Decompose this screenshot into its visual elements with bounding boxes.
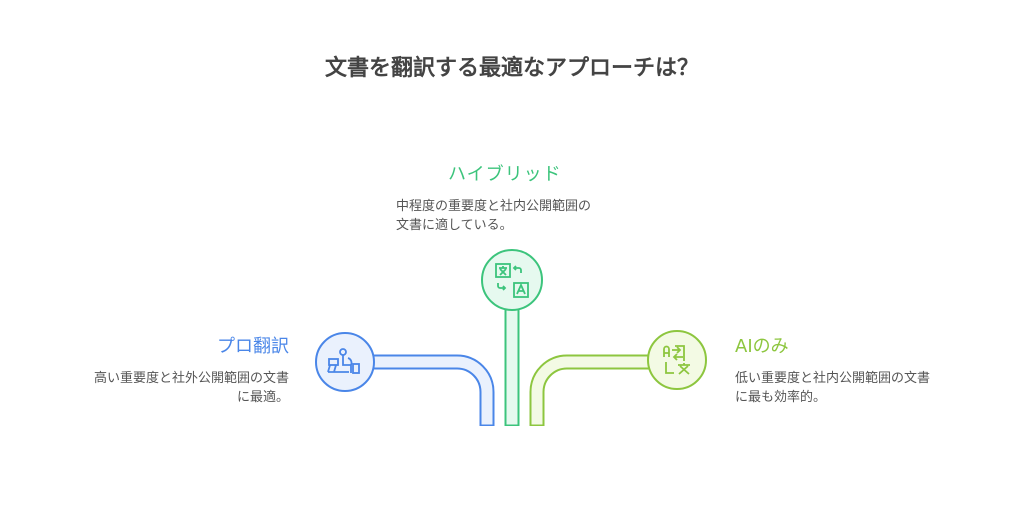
translator-at-desk-icon xyxy=(327,348,360,374)
ai-description: 低い重要度と社内公開範囲の文書 に最も効率的。 xyxy=(735,369,930,407)
ai-desc-line1: 低い重要度と社内公開範囲の文書 xyxy=(735,371,931,386)
machine-translate-icon xyxy=(663,345,690,375)
translate-icon xyxy=(495,263,529,298)
hybrid-description: 中程度の重要度と社内公開範囲の 文書に適している。 xyxy=(396,197,591,235)
hybrid-label: ハイブリッド xyxy=(448,164,562,185)
pro-description: 高い重要度と社外公開範囲の文書 に最適。 xyxy=(94,369,289,407)
pro-pipe xyxy=(372,354,495,426)
pro-desc-line2: に最適。 xyxy=(236,390,289,405)
hybrid-desc-line1: 中程度の重要度と社内公開範囲の xyxy=(396,199,592,214)
pro-node xyxy=(315,332,375,392)
ai-label: AIのみ xyxy=(735,336,789,357)
pro-desc-line1: 高い重要度と社外公開範囲の文書 xyxy=(93,371,289,386)
pro-label: プロ翻訳 xyxy=(217,336,289,357)
hybrid-desc-line2: 文書に適している。 xyxy=(396,218,513,233)
hybrid-node xyxy=(481,249,543,311)
ai-pipe xyxy=(529,354,650,426)
diagram-title: 文書を翻訳する最適なアプローチは？ xyxy=(324,56,699,81)
ai-desc-line2: に最も効率的。 xyxy=(735,390,827,405)
ai-node xyxy=(647,330,707,390)
